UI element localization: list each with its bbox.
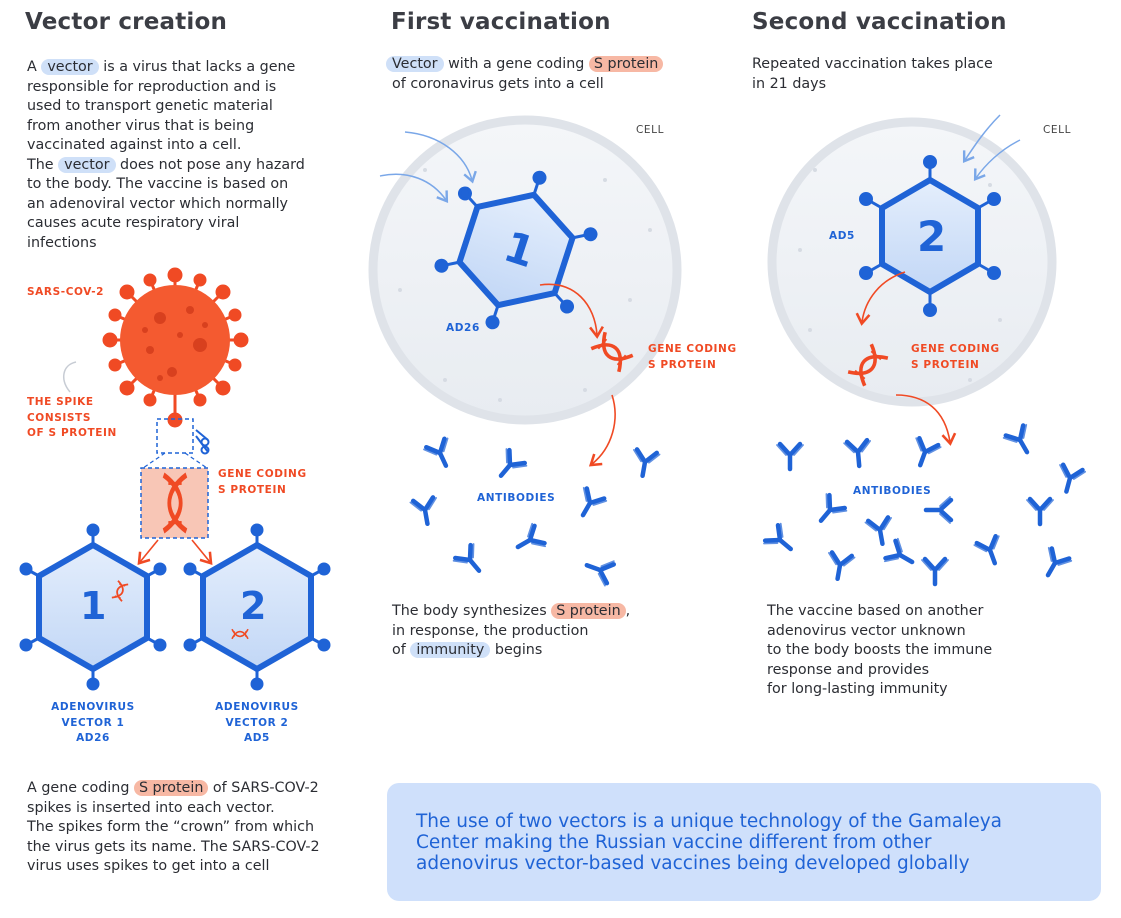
vector-2-number: 2 xyxy=(240,584,267,628)
vector-creation-bottom-text: A gene coding S protein of SARS-COV-2 sp… xyxy=(27,780,320,874)
vector-creation-intro: A vector is a virus that lacks a gene re… xyxy=(27,59,305,251)
adenovirus-vector-2-icon xyxy=(183,523,331,691)
vector-1-number: 1 xyxy=(80,584,107,628)
entry-arrow-2a xyxy=(962,114,1001,164)
s-protein-highlight: S protein xyxy=(588,56,664,72)
first-vaccination-intro: Vector with a gene coding S protein of c… xyxy=(386,55,726,94)
cell-label-2: CELL xyxy=(1043,124,1072,136)
first-vaccination-title: First vaccination xyxy=(391,9,611,35)
first-vaccination-bottom-text: The body synthesizes S protein, in respo… xyxy=(392,603,631,658)
spike-selection-box xyxy=(156,418,194,454)
vector-highlight: vector xyxy=(41,59,99,75)
arrow-to-gene-2 xyxy=(855,271,906,326)
vector-highlight: vector xyxy=(58,156,116,173)
antibodies-label-2: ANTIBODIES xyxy=(853,485,932,497)
sars-cov-2-label: SARS-COV-2 xyxy=(27,286,105,298)
zoom-line-left xyxy=(142,452,166,469)
ad5-label: AD5 xyxy=(829,230,855,242)
scissors-icon xyxy=(195,429,210,455)
antibodies-label-1: ANTIBODIES xyxy=(477,492,556,504)
vector-2-label: ADENOVIRUS VECTOR 2 AD5 xyxy=(215,701,299,744)
cell-2-particles xyxy=(798,168,1002,382)
vector-ad26-icon xyxy=(434,170,598,330)
sars-cov-2-virus-icon xyxy=(102,267,249,428)
arrow-to-antibodies-2 xyxy=(895,394,957,446)
gene-coding-label-1: GENE CODING S PROTEIN xyxy=(648,343,737,371)
arrow-to-gene-1 xyxy=(539,283,604,339)
second-vaccination-title: Second vaccination xyxy=(752,9,1007,35)
arrow-to-antibodies-1 xyxy=(588,394,616,467)
spike-pointer-line xyxy=(63,361,77,393)
vector-creation-title: Vector creation xyxy=(25,9,228,35)
entry-arrow-2b xyxy=(973,139,1021,182)
arrow-to-vector-2 xyxy=(191,539,213,566)
vector-1-label: ADENOVIRUS VECTOR 1 AD26 xyxy=(51,701,135,744)
spike-label: THE SPIKE CONSISTS OF S PROTEIN xyxy=(27,396,117,439)
antibodies-group-2 xyxy=(763,424,1085,584)
arrow-to-vector-1 xyxy=(137,539,159,566)
summary-banner-text: The use of two vectors is a unique techn… xyxy=(416,811,1003,874)
s-protein-highlight: S protein xyxy=(133,780,209,796)
second-vaccination-intro: Repeated vaccination takes place in 21 d… xyxy=(752,56,993,92)
zoom-line-right xyxy=(184,452,208,469)
entry-arrow-1b xyxy=(379,173,449,203)
cell-label-1: CELL xyxy=(636,124,665,136)
antibodies-group-1 xyxy=(410,438,659,586)
s-protein-highlight: S protein xyxy=(551,603,626,619)
cell-1-particles xyxy=(398,168,652,402)
immunity-highlight: immunity xyxy=(410,642,491,658)
vector-ad5-icon xyxy=(859,155,1001,317)
gene-box xyxy=(140,467,209,539)
vector-highlight: Vector xyxy=(386,56,444,72)
cell-2-vector-number: 2 xyxy=(917,212,947,261)
summary-banner xyxy=(387,783,1101,901)
ad26-label: AD26 xyxy=(446,322,480,334)
second-vaccination-bottom-text: The vaccine based on another adenovirus … xyxy=(767,603,993,697)
gene-coding-label-2: GENE CODING S PROTEIN xyxy=(911,343,1000,371)
entry-arrow-1a xyxy=(404,131,477,184)
gene-coding-label: GENE CODING S PROTEIN xyxy=(218,468,307,496)
adenovirus-vector-1-icon xyxy=(19,523,167,691)
